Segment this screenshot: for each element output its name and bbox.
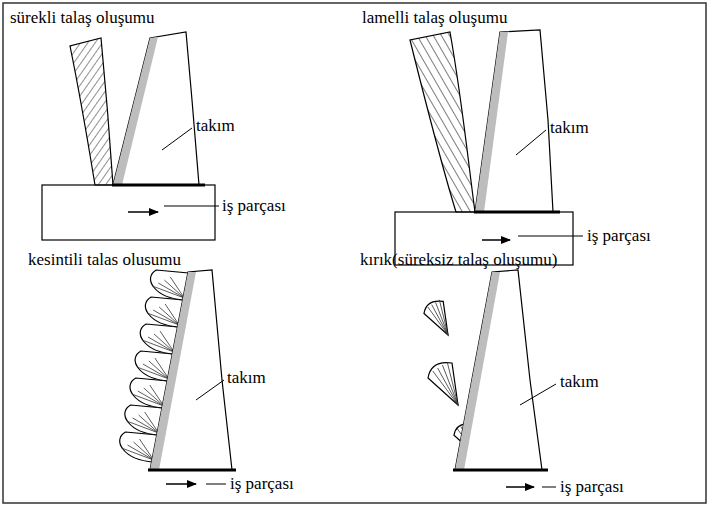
part-label: iş parçası [560, 477, 624, 497]
panel-title: kırık(süreksiz talaş oluşumu) [360, 250, 557, 270]
part-label: iş parçası [587, 226, 651, 246]
part-label: iş parçası [222, 196, 286, 216]
panel-title: lamelli talaş oluşumu [362, 8, 507, 28]
lamellar-chip-panel [395, 30, 583, 265]
part-label: takım [550, 118, 589, 138]
part-label: takım [227, 368, 266, 388]
panel-title: sürekli talaş oluşumu [10, 8, 154, 28]
frame [3, 3, 706, 503]
panel-title: kesintili talas olusumu [28, 250, 181, 270]
continuous-chip-panel [42, 32, 219, 240]
discontinuous-chip-panel [424, 270, 556, 487]
part-label: takım [196, 116, 235, 136]
segmented-chip-panel [120, 270, 236, 484]
part-label: takım [560, 372, 599, 392]
part-label: iş parçası [230, 474, 294, 494]
